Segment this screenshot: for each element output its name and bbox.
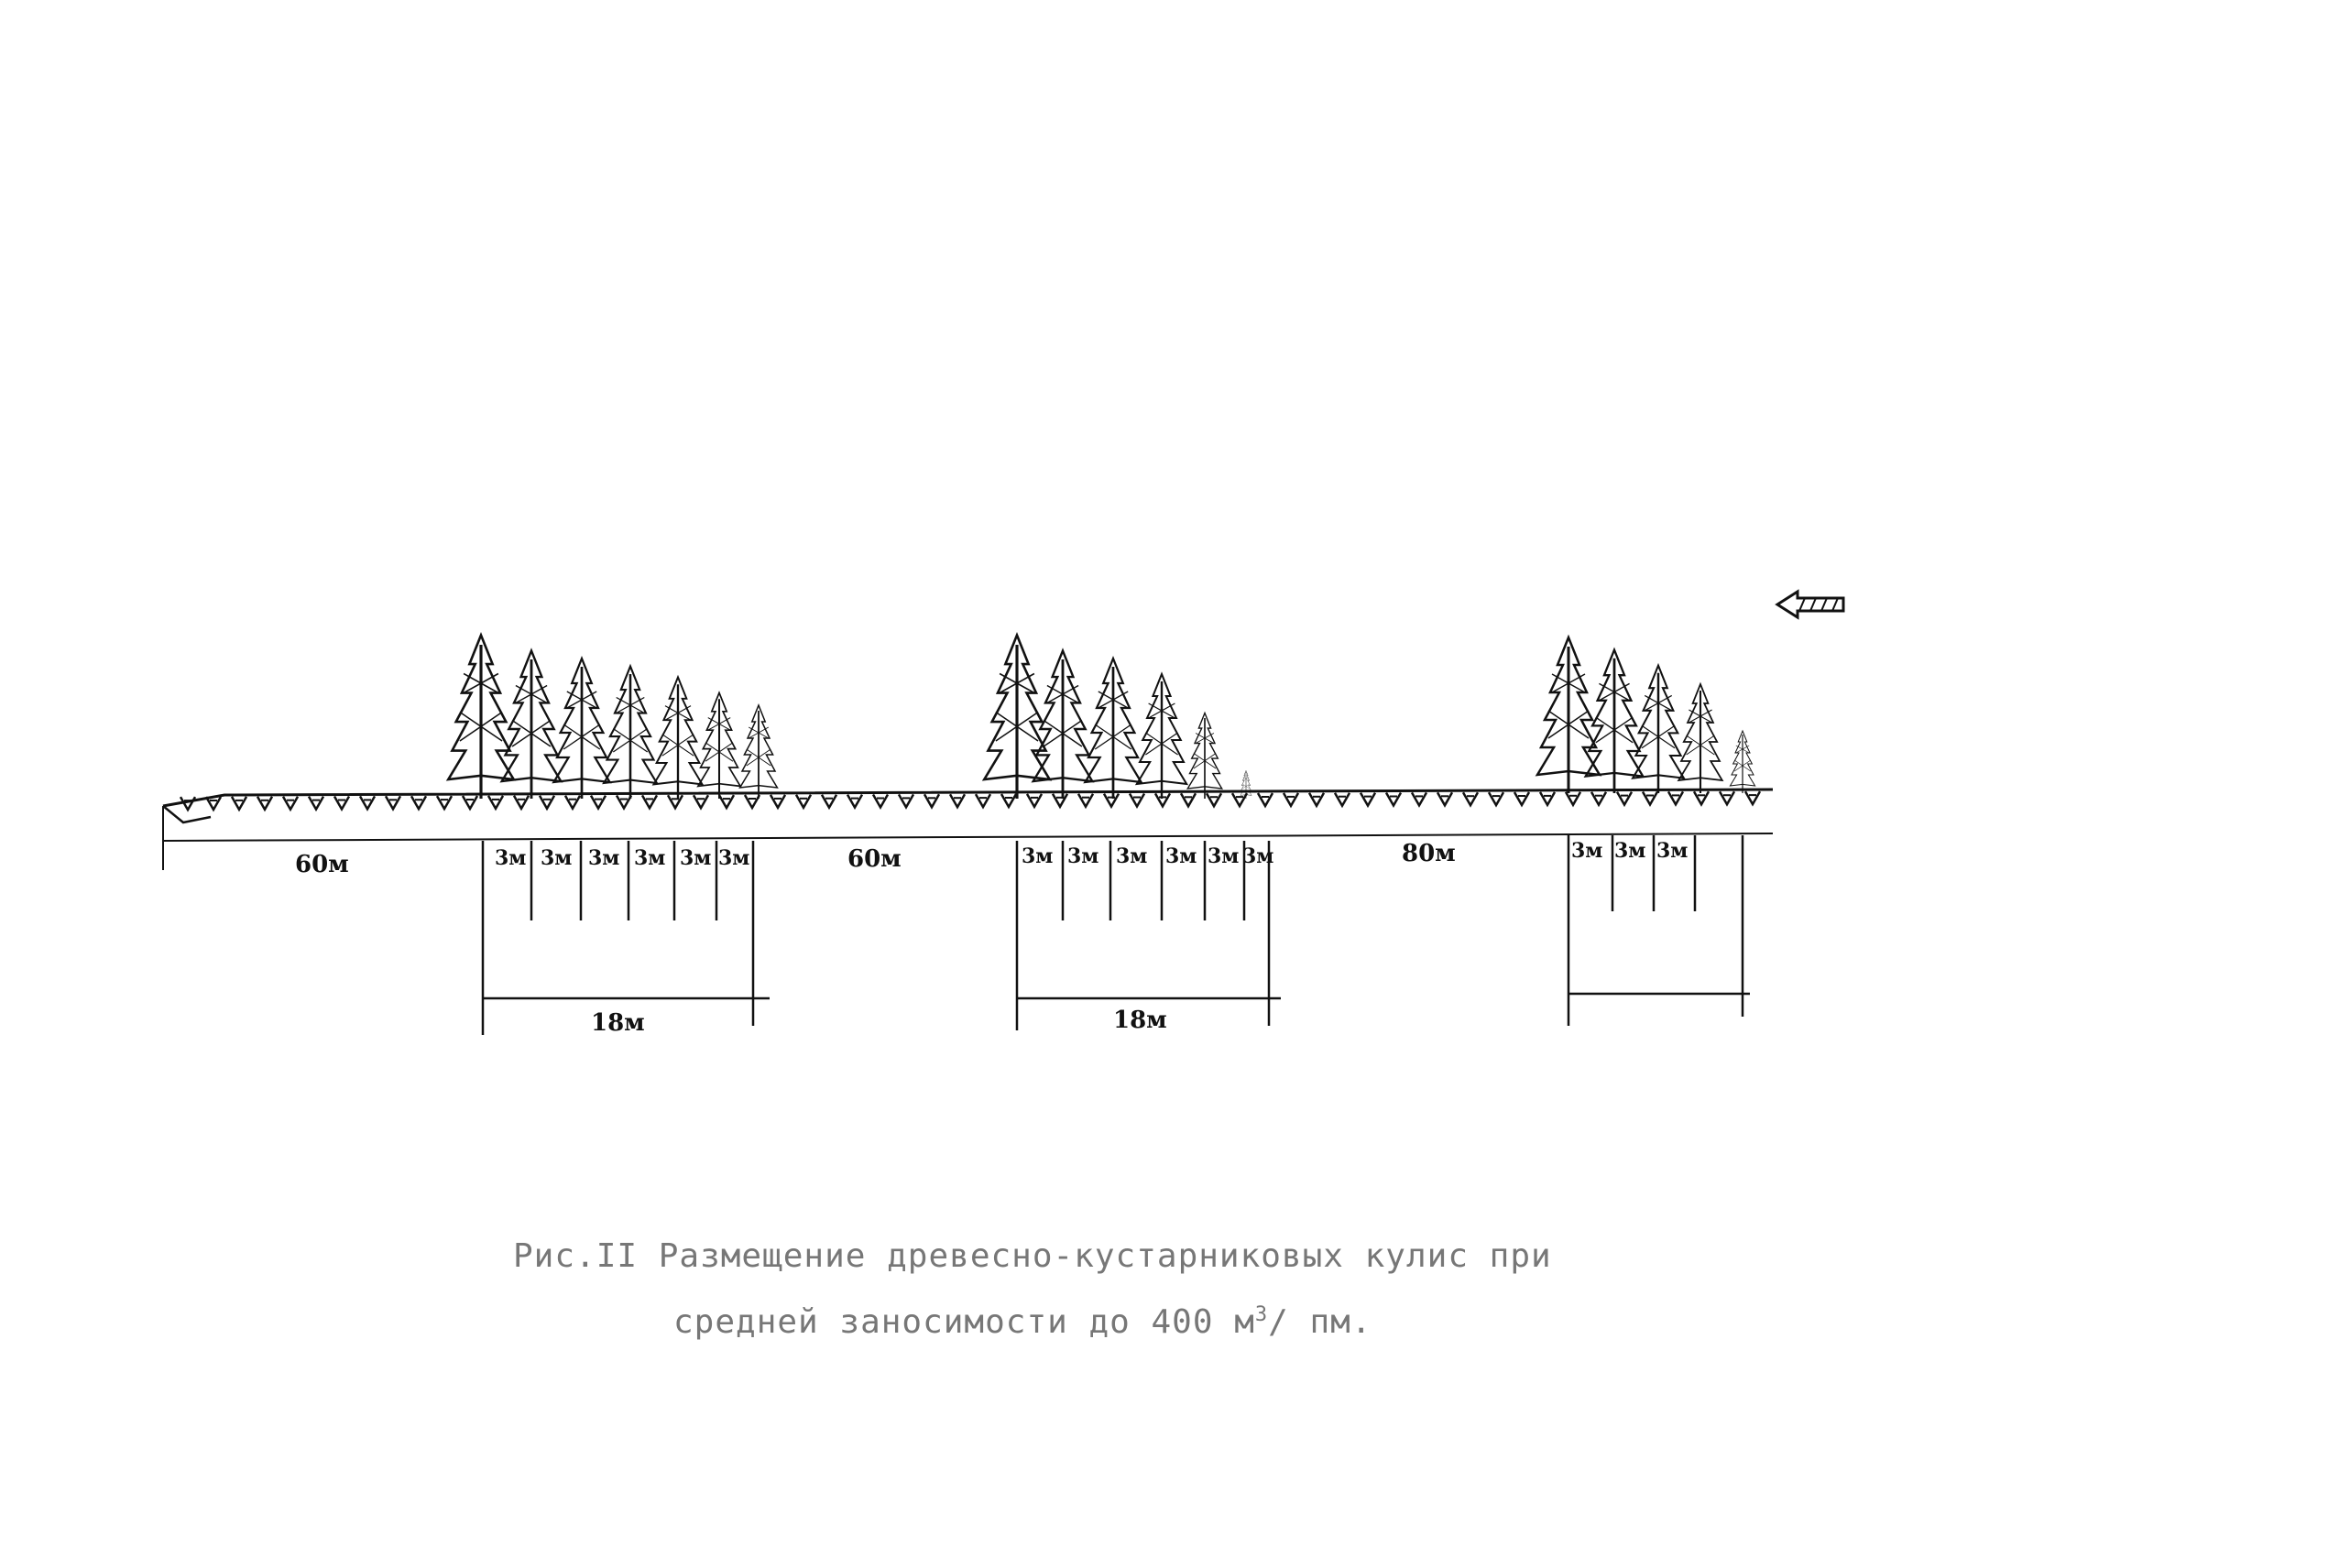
- ground-tuft: [281, 795, 300, 811]
- ground-tuft: [1692, 790, 1710, 806]
- row-spacing-label: 3м: [634, 846, 665, 870]
- ground-tuft: [1102, 792, 1120, 808]
- ground-tuft: [769, 793, 787, 810]
- ground-tuft: [1513, 790, 1531, 807]
- left-arrow-icon: [1775, 589, 1845, 620]
- ground-tuft: [1410, 791, 1428, 807]
- figure-caption: Рис.II Размещение древесно-кустарниковых…: [513, 1227, 1552, 1352]
- ground-tuft: [1718, 789, 1736, 806]
- tree-belt-3: [1536, 636, 1756, 795]
- belt-width-label-2: 18м: [1113, 1007, 1167, 1034]
- ground-tuft: [923, 793, 941, 809]
- ground-tuft: [461, 794, 479, 811]
- ground-tuft: [871, 793, 890, 809]
- ground-tuft: [666, 794, 684, 810]
- row-spacing-label: 3м: [1656, 839, 1688, 863]
- ground-tuft: [1461, 790, 1480, 807]
- row-spacing-label: 3м: [1022, 844, 1053, 868]
- belt-width-label-1: 18м: [591, 1009, 645, 1037]
- ground-tuft: [1128, 792, 1146, 808]
- ground-tuft: [384, 795, 402, 811]
- ground-tuft: [230, 795, 248, 811]
- row-spacing-label: 3м: [1165, 844, 1197, 868]
- caption-line-1: Рис.II Размещение древесно-кустарниковых…: [513, 1237, 1552, 1275]
- ground-tuft: [563, 794, 582, 810]
- ground-tuft: [1000, 792, 1018, 809]
- ground-tuft: [1590, 790, 1608, 806]
- ground-tuft: [435, 794, 454, 811]
- ground-tuft: [1743, 789, 1762, 806]
- caption-superscript: 3: [1254, 1303, 1269, 1326]
- row-spacing-label: 3м: [1242, 844, 1273, 868]
- tree-belt-1: [446, 633, 779, 800]
- ground-tuft: [1307, 791, 1326, 808]
- ground-tuft: [692, 793, 710, 810]
- ground-tuft: [538, 794, 556, 811]
- ground-surface: [162, 788, 1774, 870]
- row-spacing-label: 3м: [541, 846, 572, 870]
- ground-tuft: [717, 793, 736, 810]
- ground-tuft: [974, 792, 992, 809]
- dimension-lines: [481, 835, 1750, 1035]
- ground-tuft: [333, 795, 351, 811]
- ground-tuft: [1641, 790, 1659, 806]
- ground-tuft: [512, 794, 530, 811]
- ground-tuft: [1025, 792, 1044, 809]
- span-label-2: 60м: [847, 845, 902, 873]
- ground-tuft: [1282, 791, 1300, 808]
- row-spacing-label: 3м: [680, 846, 711, 870]
- ground-tuft: [948, 792, 967, 809]
- ground-tuft: [1230, 791, 1249, 808]
- ground-tuft: [204, 795, 223, 811]
- ground-tuft: [1205, 791, 1223, 808]
- row-spacing-label: 3м: [495, 846, 526, 870]
- caption-line-2-text: средней заносимости до 400 м: [673, 1303, 1255, 1341]
- ground-tuft: [897, 793, 915, 809]
- tree-belt-2: [982, 633, 1252, 800]
- row-spacing-label: 3м: [1614, 839, 1645, 863]
- span-label-1: 60м: [295, 851, 349, 878]
- ground-tuft: [1359, 791, 1377, 807]
- row-spacing-label: 3м: [1067, 844, 1098, 868]
- ground-tuft: [358, 795, 377, 811]
- row-spacing-label: 3м: [718, 846, 749, 870]
- ground-tuft: [1077, 792, 1095, 808]
- ground-tuft: [1256, 791, 1274, 808]
- ground-tuft: [1615, 790, 1634, 806]
- ground-tuft: [1333, 791, 1351, 807]
- ground-tuft: [846, 793, 864, 809]
- ground-tuft: [615, 794, 633, 810]
- row-spacing-label: 3м: [1116, 844, 1147, 868]
- ground-tuft: [589, 794, 607, 810]
- ground-tuft: [820, 793, 838, 809]
- ground-tuft: [1487, 790, 1505, 807]
- ground-tuft: [794, 793, 813, 810]
- row-spacing-label: 3м: [1208, 844, 1239, 868]
- ground-tuft: [410, 794, 428, 811]
- ground-tuft: [486, 794, 505, 811]
- caption-line-2: средней заносимости до 400 м3/ пм.: [513, 1286, 1552, 1352]
- ground-tuft: [1179, 792, 1197, 808]
- row-spacing-label: 3м: [588, 846, 619, 870]
- ground-tuft: [743, 793, 761, 810]
- span-label-3: 80м: [1402, 840, 1456, 867]
- ground-tuft: [1667, 790, 1685, 806]
- ground-tuft: [307, 795, 325, 811]
- ground-tuft: [640, 794, 659, 810]
- ground-tuft: [1564, 790, 1582, 807]
- caption-line-2-unit: / пм.: [1268, 1303, 1372, 1341]
- ground-tuft: [1384, 791, 1403, 807]
- ground-tuft: [1051, 792, 1069, 809]
- ground-tuft: [256, 795, 274, 811]
- ground-tuft: [1436, 791, 1454, 807]
- ground-tuft: [1538, 790, 1557, 807]
- row-spacing-label: 3м: [1571, 839, 1602, 863]
